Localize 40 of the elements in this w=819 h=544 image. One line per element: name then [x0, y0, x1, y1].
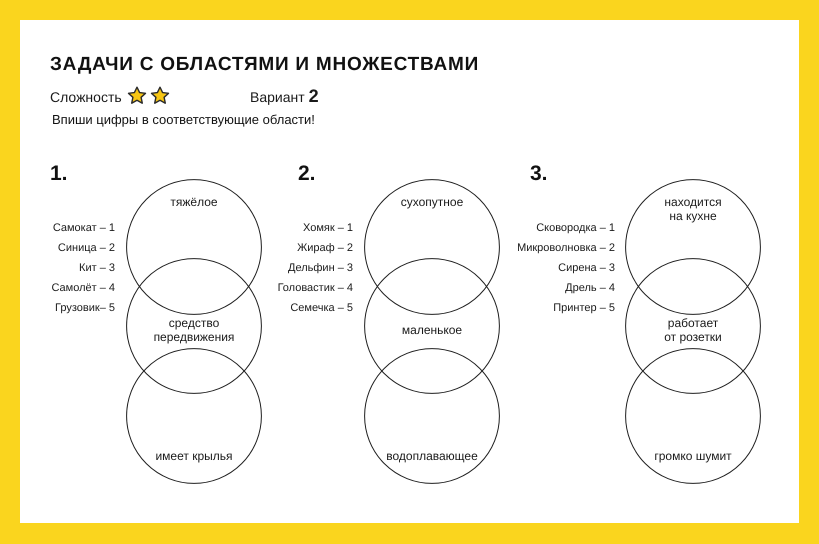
numbered-item: Сковородка – 1: [536, 221, 615, 236]
numbered-item: Хомяк – 1: [302, 221, 353, 236]
set-label: работает от розетки: [663, 316, 723, 344]
task-number: 1.: [50, 162, 68, 186]
set-label: сухопутное: [400, 195, 464, 209]
set-label: маленькое: [400, 323, 464, 337]
numbered-item: Дельфин – 3: [288, 261, 353, 276]
numbered-item: Самокат – 1: [52, 221, 115, 236]
variant-label: Вариант 2: [250, 86, 319, 107]
numbered-item: Кит – 3: [79, 261, 115, 276]
set-label: имеет крылья: [154, 449, 234, 463]
task-number: 3.: [530, 162, 548, 186]
worksheet-title: ЗАДАЧИ С ОБЛАСТЯМИ И МНОЖЕСТВАМИ: [50, 54, 479, 76]
numbered-item: Дрель – 4: [565, 281, 615, 296]
numbered-item: Принтер – 5: [553, 301, 615, 316]
venn-circle: [364, 179, 500, 315]
set-label: громко шумит: [653, 449, 733, 463]
venn-circle: [625, 348, 761, 484]
set-label: водоплавающее: [385, 449, 479, 463]
venn-circle: [126, 258, 262, 394]
instruction-text: Впиши цифры в соответствующие области!: [52, 111, 315, 128]
set-label: находится на кухне: [663, 195, 723, 223]
numbered-item: Самолёт – 4: [51, 281, 115, 296]
venn-circle: [625, 258, 761, 394]
difficulty-label: Сложность: [50, 88, 122, 106]
numbered-item: Головастик – 4: [278, 281, 353, 296]
venn-circle: [364, 258, 500, 394]
venn-circle: [364, 348, 500, 484]
numbered-item: Сирена – 3: [558, 261, 615, 276]
numbered-item: Семечка – 5: [290, 301, 353, 316]
numbered-item: Жираф – 2: [297, 241, 353, 256]
venn-circle: [126, 179, 262, 315]
task-number: 2.: [298, 162, 316, 186]
set-label: тяжёлое: [169, 195, 219, 209]
venn-circle: [625, 179, 761, 315]
venn-circle: [126, 348, 262, 484]
numbered-item: Синица – 2: [58, 241, 115, 256]
numbered-item: Микроволновка – 2: [517, 241, 615, 256]
set-label: средство передвижения: [152, 316, 236, 344]
numbered-item: Грузовик– 5: [55, 301, 115, 316]
